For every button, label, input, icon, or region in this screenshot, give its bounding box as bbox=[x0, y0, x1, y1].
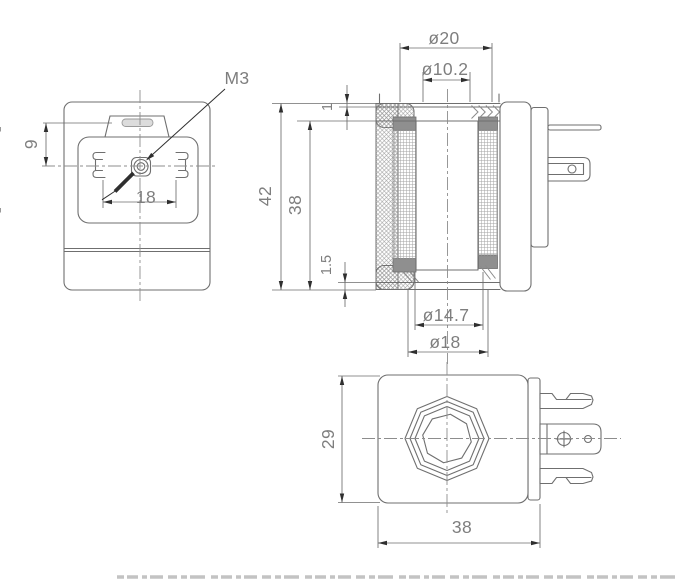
side-terminal bbox=[547, 156, 591, 182]
dim-text-slot-offset: 9 bbox=[21, 139, 41, 149]
center-screw bbox=[130, 156, 152, 177]
terminal-hole bbox=[567, 164, 577, 174]
dim-contact-spacing-18: 18 bbox=[102, 180, 177, 208]
dim-bottom-lip-1-5: 1.5 bbox=[319, 255, 376, 307]
body-parting-lines bbox=[63, 247, 211, 253]
flange-edge-lines bbox=[375, 102, 501, 291]
vent-slot bbox=[121, 118, 154, 127]
dim-top-lip-1: 1 bbox=[320, 85, 376, 130]
front-view: 9 18 M3 bbox=[0, 68, 249, 304]
dim-body-height-29: 29 bbox=[318, 375, 380, 503]
coil-body-outline bbox=[377, 374, 529, 504]
dim-text-coil-height: 38 bbox=[285, 195, 305, 215]
blade-hole bbox=[583, 434, 593, 444]
dim-body-width-38: 38 bbox=[377, 504, 541, 548]
dim-text-bore-diameter: ø14.7 bbox=[423, 305, 470, 325]
leader-tail bbox=[101, 190, 117, 201]
top-spade-pin bbox=[539, 392, 594, 410]
socket-recess-outline bbox=[77, 136, 199, 224]
top-pin-side bbox=[547, 124, 602, 131]
leader-arrowhead bbox=[146, 152, 155, 161]
dim-tube-diameter-18: ø18 bbox=[407, 290, 489, 357]
dim-flange-diameter-20: ø20 bbox=[399, 28, 493, 102]
endcap-slab bbox=[527, 377, 541, 501]
dim-overall-height-42: 42 bbox=[255, 103, 376, 291]
housing-body bbox=[499, 101, 532, 292]
dim-text-hole-diameter: ø10.2 bbox=[422, 59, 469, 79]
screw-inner-circle bbox=[136, 162, 146, 171]
bottom-view: 29 38 bbox=[318, 362, 621, 548]
dim-text-body-width: 38 bbox=[452, 517, 472, 537]
bobbin-tube-walls bbox=[415, 120, 479, 271]
chevron-hatch-band bbox=[471, 105, 501, 119]
left-contact bbox=[92, 151, 106, 179]
section-view: ø20 ø10.2 1 42 38 bbox=[255, 28, 602, 364]
ground-screw-cross bbox=[555, 430, 573, 448]
top-lip-stubs bbox=[378, 93, 500, 104]
bottom-chamfer-hatch bbox=[402, 265, 496, 284]
dim-text-top-lip: 1 bbox=[320, 103, 336, 111]
housing-rear-slab bbox=[530, 106, 549, 248]
dim-bore-diameter-14-7: ø14.7 bbox=[414, 272, 484, 330]
dim-text-overall-height: 42 bbox=[255, 186, 275, 206]
right-contact bbox=[175, 151, 189, 179]
winding-section bbox=[392, 116, 498, 273]
dim-text-tube-diameter: ø18 bbox=[429, 332, 460, 352]
screw-slot-mark bbox=[113, 171, 135, 193]
dim-text-bottom-lip: 1.5 bbox=[319, 255, 335, 275]
dim-text-contact-spacing: 18 bbox=[136, 187, 156, 207]
leader-line bbox=[146, 88, 226, 160]
ground-blade bbox=[539, 423, 602, 455]
dim-text-flange-diameter: ø20 bbox=[428, 28, 459, 48]
screw-outer-circle bbox=[133, 158, 149, 175]
dim-text-body-height: 29 bbox=[318, 429, 338, 449]
dim-hole-diameter-10-2: ø10.2 bbox=[422, 59, 471, 102]
dim-slot-offset-9: 9 bbox=[21, 122, 112, 166]
dim-text-thread: M3 bbox=[224, 68, 249, 88]
bottom-spade-pin bbox=[539, 467, 594, 485]
m3-leader: M3 bbox=[101, 68, 249, 201]
dim-coil-height-38: 38 bbox=[285, 120, 376, 290]
